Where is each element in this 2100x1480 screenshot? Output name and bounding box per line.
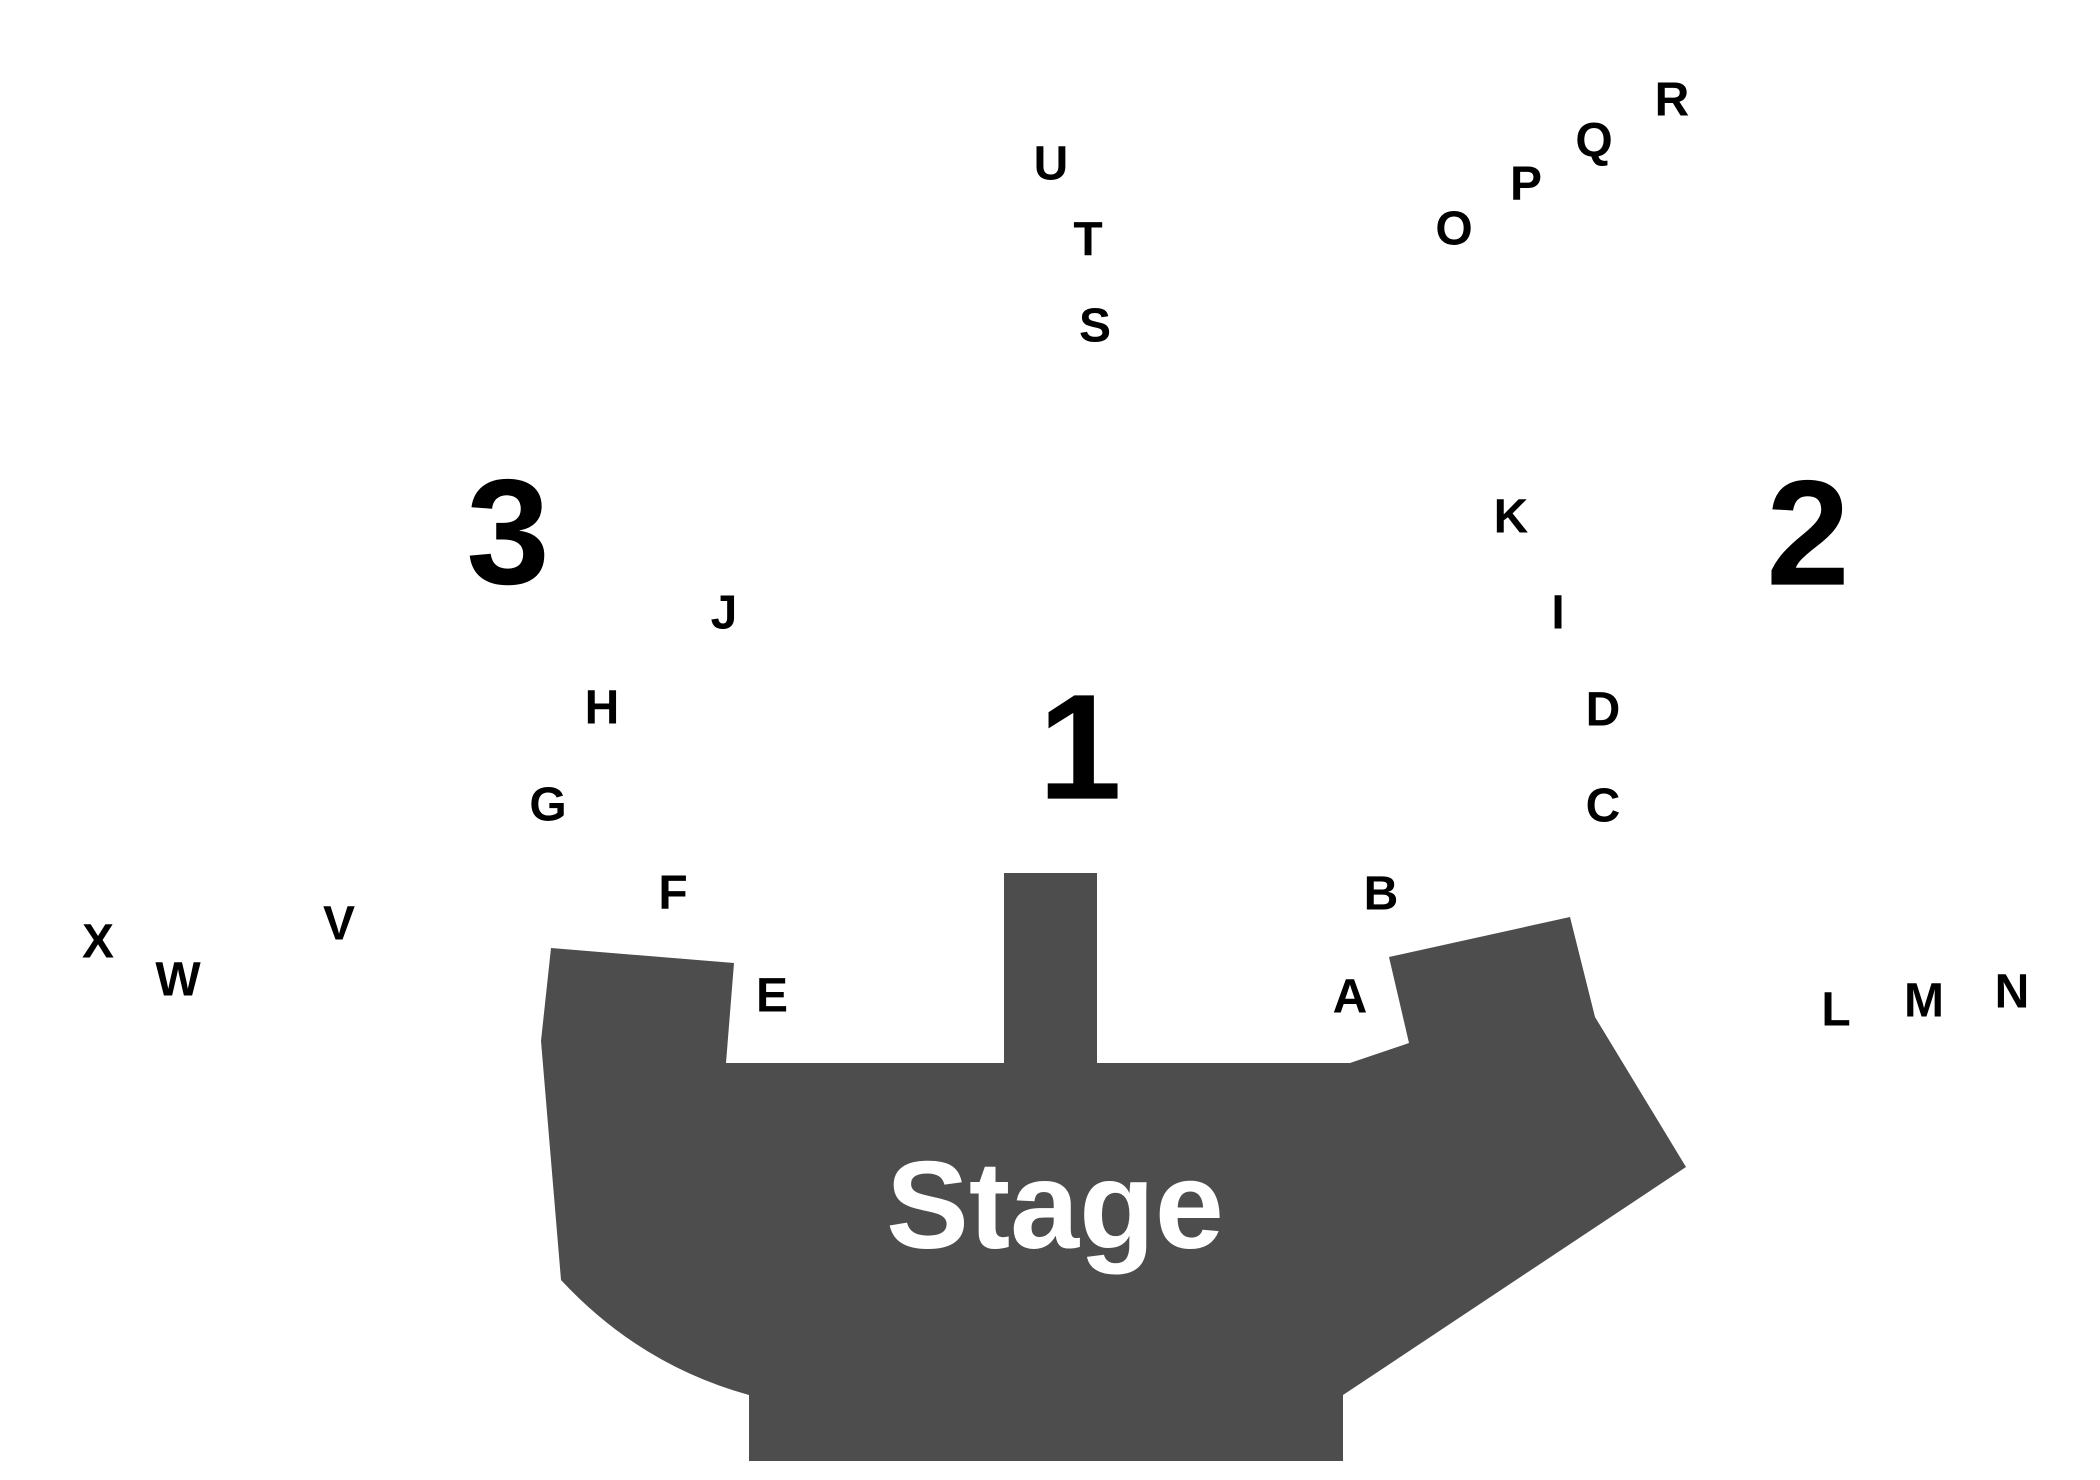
row-label-p[interactable]: P bbox=[1510, 158, 1542, 211]
row-label-b[interactable]: B bbox=[1364, 868, 1399, 921]
row-label-m[interactable]: M bbox=[1904, 975, 1944, 1028]
row-label-r[interactable]: R bbox=[1655, 74, 1690, 127]
row-label-s[interactable]: S bbox=[1079, 300, 1111, 353]
row-label-g[interactable]: G bbox=[529, 779, 566, 832]
row-label-c[interactable]: C bbox=[1586, 780, 1621, 833]
stage-area[interactable] bbox=[541, 873, 1686, 1461]
row-label-w[interactable]: W bbox=[155, 954, 201, 1007]
row-label-a[interactable]: A bbox=[1333, 971, 1368, 1024]
row-label-j[interactable]: J bbox=[711, 587, 738, 640]
row-label-n[interactable]: N bbox=[1995, 966, 2030, 1019]
section-2-label[interactable]: 2 bbox=[1766, 449, 1849, 617]
row-label-q[interactable]: Q bbox=[1575, 115, 1612, 168]
row-label-k[interactable]: K bbox=[1494, 491, 1529, 544]
row-label-v[interactable]: V bbox=[323, 898, 355, 951]
row-label-x[interactable]: X bbox=[82, 916, 114, 969]
row-label-o[interactable]: O bbox=[1435, 203, 1472, 256]
row-label-d[interactable]: D bbox=[1586, 684, 1621, 737]
section-3-label[interactable]: 3 bbox=[466, 448, 549, 616]
section-1-label[interactable]: 1 bbox=[1038, 663, 1121, 831]
row-label-i[interactable]: I bbox=[1551, 587, 1564, 640]
row-label-f[interactable]: F bbox=[658, 867, 687, 920]
row-label-l[interactable]: L bbox=[1821, 984, 1850, 1037]
row-label-e[interactable]: E bbox=[756, 970, 788, 1023]
row-label-h[interactable]: H bbox=[585, 682, 620, 735]
row-label-t[interactable]: T bbox=[1073, 214, 1102, 267]
stage-label: Stage bbox=[886, 1137, 1224, 1275]
row-label-u[interactable]: U bbox=[1034, 138, 1069, 191]
